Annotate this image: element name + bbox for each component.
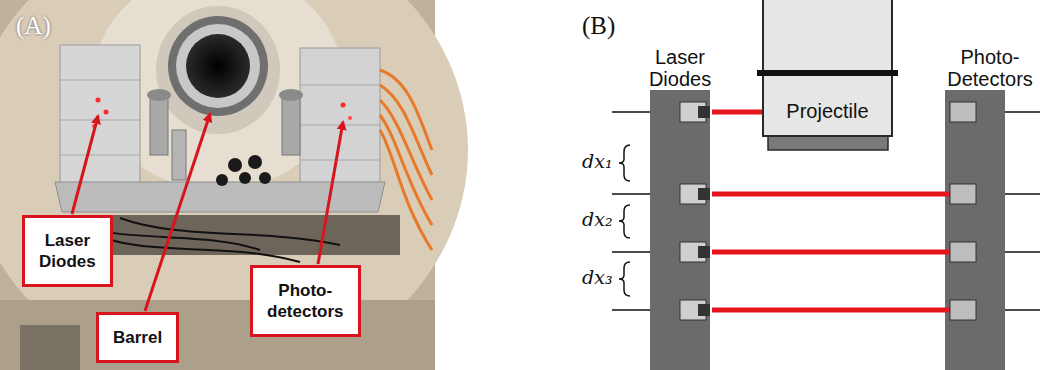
panel-letter: (B) (582, 12, 615, 40)
callout-box: Photo- detectors (250, 265, 361, 337)
spacing-label: dx₂ (582, 208, 613, 230)
callout-box: Laser Diodes (22, 215, 113, 287)
callout-box: Barrel (96, 312, 179, 363)
node-text: Barrel (113, 327, 162, 348)
node-text: Laser Diodes (39, 230, 96, 272)
spacing-label: dx₁ (582, 150, 613, 172)
panel-letter: (A) (16, 12, 51, 40)
spacing-label: dx₃ (582, 266, 613, 288)
node-text: Photo- detectors (267, 280, 344, 322)
projectile-box: Projectile (762, 0, 893, 137)
projectile-band (757, 70, 898, 76)
node-text: Projectile (764, 100, 891, 123)
photo (0, 0, 468, 370)
column-heading: Laser Diodes (649, 46, 711, 90)
column-heading: Photo- Detectors (947, 46, 1033, 90)
